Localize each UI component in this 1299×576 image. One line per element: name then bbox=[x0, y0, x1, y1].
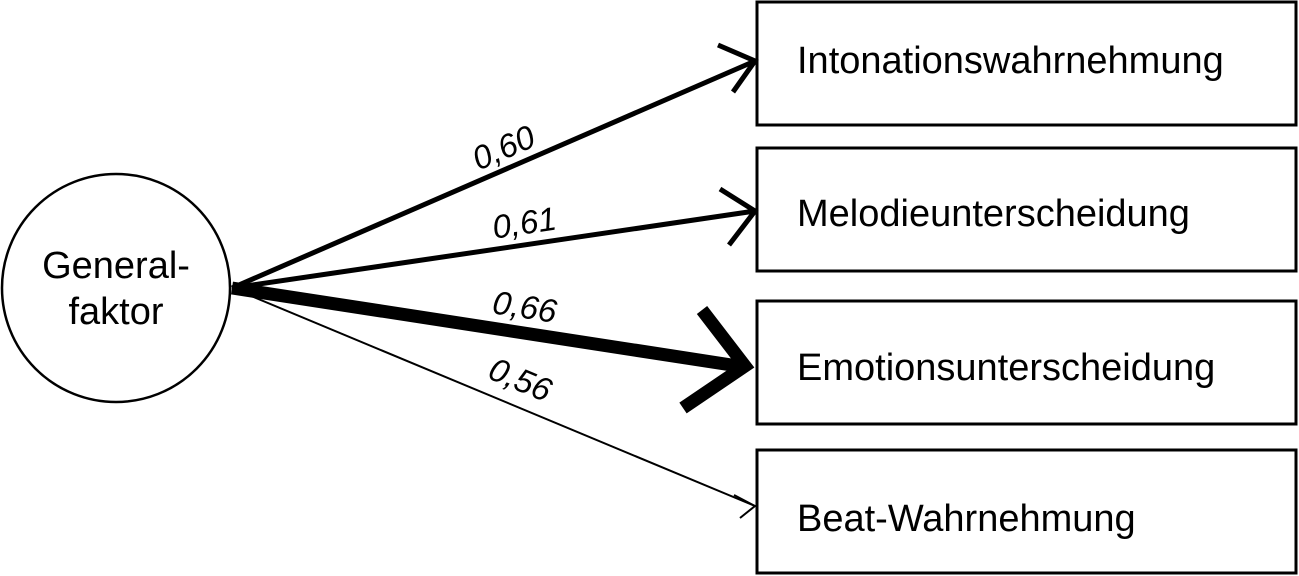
target-label-emotion: Emotionsunterscheidung bbox=[797, 347, 1215, 389]
general-factor-circle bbox=[0, 172, 232, 404]
arrow-line-intonation bbox=[231, 58, 756, 291]
target-beat: Beat-Wahrnehmung bbox=[755, 448, 1298, 575]
arrow-head-emotion bbox=[679, 306, 755, 414]
arrow-head-beat bbox=[733, 494, 757, 519]
general-factor-label-line1: General- bbox=[42, 245, 190, 287]
target-box-emotion bbox=[755, 299, 1298, 426]
arrow-line-emotion bbox=[231, 281, 739, 373]
target-intonation: Intonationswahrnehmung bbox=[755, 0, 1298, 127]
arrow-melodie bbox=[231, 186, 759, 291]
target-box-intonation bbox=[755, 0, 1298, 127]
target-emotion: Emotionsunterscheidung bbox=[755, 299, 1298, 426]
arrow-head-intonation bbox=[717, 42, 759, 94]
target-label-intonation: Intonationswahrnehmung bbox=[797, 40, 1224, 82]
arrow-line-melodie bbox=[231, 208, 756, 291]
target-melodie: Melodieunterscheidung bbox=[755, 146, 1298, 273]
arrow-line-beat bbox=[231, 287, 756, 507]
arrow-intonation bbox=[231, 42, 759, 291]
target-box-beat bbox=[755, 448, 1298, 575]
loading-label-melodie: 0,61 bbox=[490, 200, 559, 246]
target-box-melodie bbox=[755, 146, 1298, 273]
general-factor-node: General- faktor bbox=[0, 172, 232, 404]
arrow-head-melodie bbox=[718, 186, 759, 247]
target-label-melodie: Melodieunterscheidung bbox=[797, 193, 1190, 235]
general-factor-label-line2: faktor bbox=[68, 291, 163, 333]
arrow-emotion bbox=[231, 281, 755, 414]
arrow-beat bbox=[231, 287, 757, 519]
target-label-beat: Beat-Wahrnehmung bbox=[797, 498, 1136, 540]
loading-label-beat: 0,56 bbox=[484, 350, 558, 409]
